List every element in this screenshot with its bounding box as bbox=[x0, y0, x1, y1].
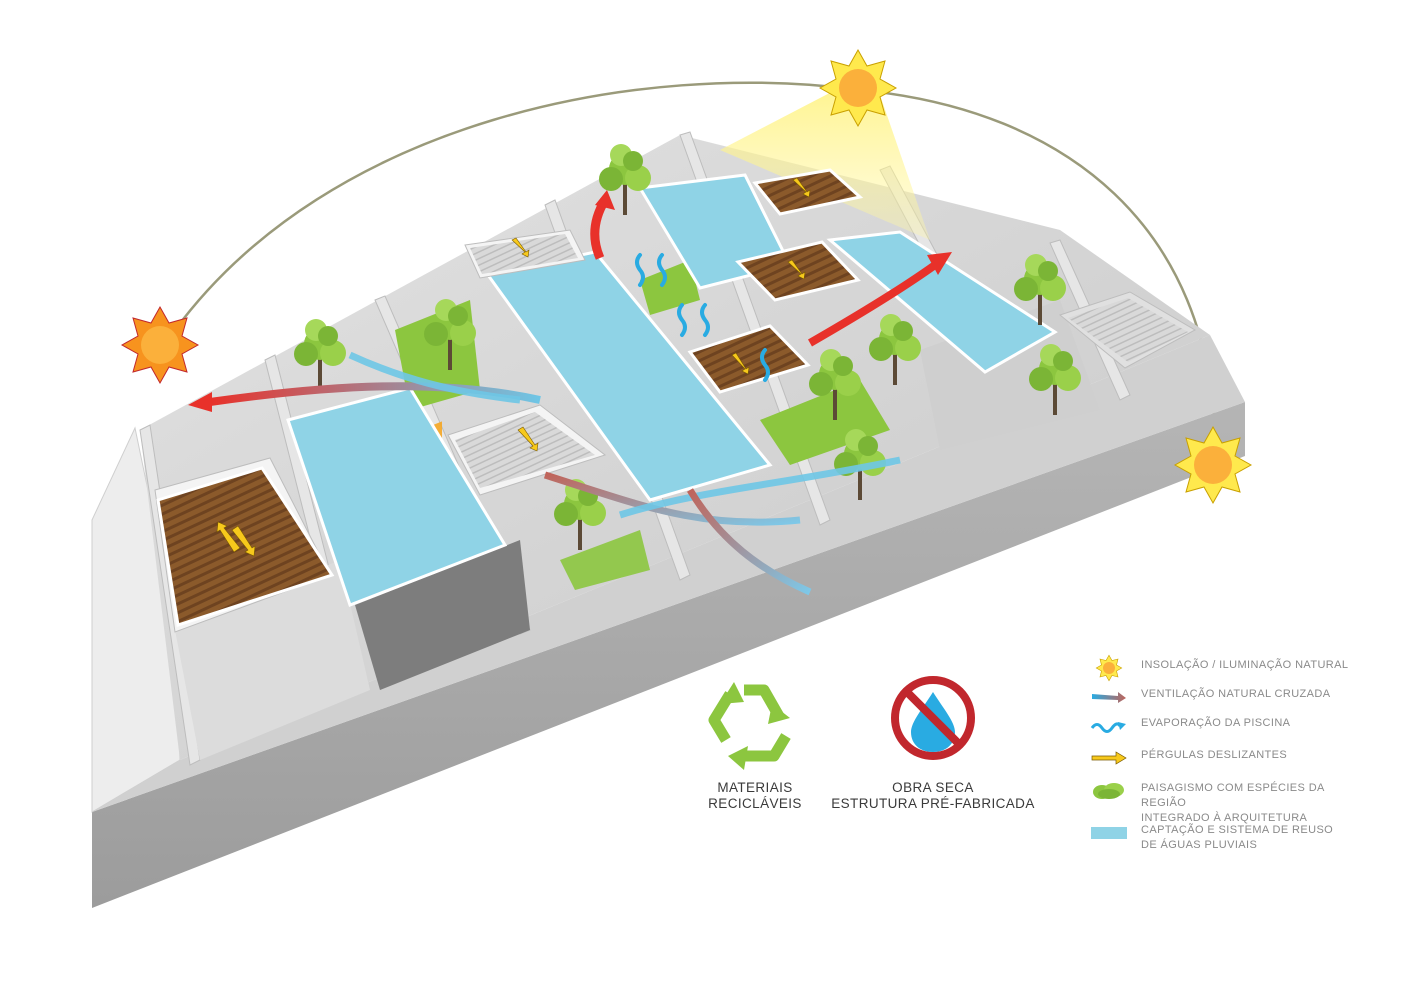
legend-item-sun: INSOLAÇÃO / ILUMINAÇÃO NATURAL bbox=[1085, 654, 1371, 682]
recyclable-caption: MATERIAIS RECICLÁVEIS bbox=[680, 780, 830, 812]
pergola-low bbox=[687, 324, 811, 394]
vegetation-icon bbox=[1085, 781, 1133, 801]
roof-right bbox=[826, 230, 1058, 374]
volume-center-wall bbox=[355, 540, 530, 690]
sun-noon-icon bbox=[818, 48, 898, 128]
sun-morning-icon bbox=[120, 305, 200, 385]
legend-label-2: DE ÁGUAS PLUVIAIS bbox=[1141, 839, 1258, 851]
grey-pergolas bbox=[455, 234, 1188, 488]
evaporation-wave-icon bbox=[1085, 716, 1133, 736]
legend-label: CAPTAÇÃO E SISTEMA DE REUSO bbox=[1141, 824, 1334, 836]
legend-item-ventilation: VENTILAÇÃO NATURAL CRUZADA bbox=[1085, 687, 1371, 707]
legend-label: INSOLAÇÃO / ILUMINAÇÃO NATURAL bbox=[1141, 659, 1349, 671]
cross-ventilation-arrow-icon bbox=[1085, 687, 1133, 707]
site-floor bbox=[92, 335, 1245, 812]
no-water-icon bbox=[891, 676, 975, 760]
front-boundary-wall bbox=[92, 402, 1245, 908]
legend-label-2: INTEGRADO À ARQUITETURA bbox=[1141, 812, 1308, 824]
legend-label: PÉRGULAS DESLIZANTES bbox=[1141, 749, 1288, 761]
sliding-arrows bbox=[216, 177, 811, 557]
legend-label: PAISAGISMO COM ESPÉCIES DA REGIÃO bbox=[1141, 782, 1325, 809]
rainwater-swatch-icon bbox=[1085, 823, 1133, 843]
legend-item-landscaping: PAISAGISMO COM ESPÉCIES DA REGIÃO INTEGR… bbox=[1085, 781, 1371, 826]
recyclable-line1: MATERIAIS bbox=[717, 780, 793, 795]
legend-item-evaporation: EVAPORAÇÃO DA PISCINA bbox=[1085, 716, 1371, 736]
legend-label: VENTILAÇÃO NATURAL CRUZADA bbox=[1141, 688, 1331, 700]
roof-left bbox=[286, 386, 508, 607]
legend-label: EVAPORAÇÃO DA PISCINA bbox=[1141, 717, 1291, 729]
legend-item-pergola: PÉRGULAS DESLIZANTES bbox=[1085, 748, 1371, 768]
recycle-icon bbox=[708, 682, 791, 770]
sun-evening-icon bbox=[1173, 425, 1253, 505]
ventilation-arrows bbox=[188, 190, 952, 596]
sunlight-beam bbox=[720, 85, 930, 240]
sliding-pergola-arrow-icon bbox=[1085, 748, 1133, 768]
dry-construction-line1: OBRA SECA bbox=[892, 780, 974, 795]
legend-item-rainwater: CAPTAÇÃO E SISTEMA DE REUSO DE ÁGUAS PLU… bbox=[1085, 823, 1371, 853]
dry-construction-line2: ESTRUTURA PRÉ-FABRICADA bbox=[831, 796, 1035, 811]
dry-construction-caption: OBRA SECA ESTRUTURA PRÉ-FABRICADA bbox=[830, 780, 1036, 812]
recyclable-line2: RECICLÁVEIS bbox=[708, 796, 802, 811]
evaporation-waves bbox=[635, 253, 770, 382]
sun-icon bbox=[1085, 654, 1133, 682]
